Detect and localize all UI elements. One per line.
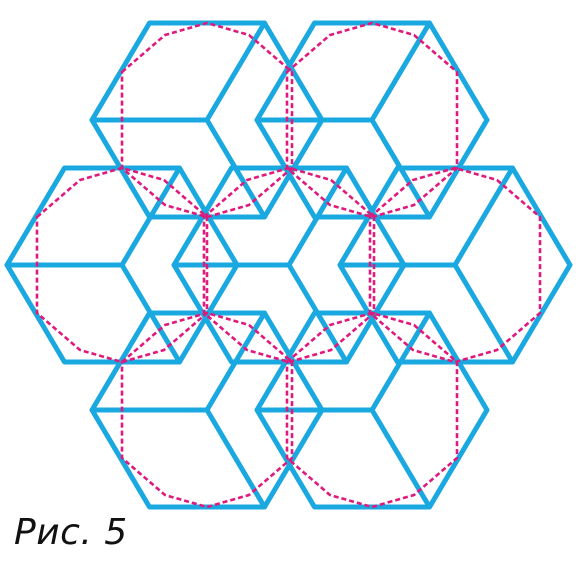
dashed-octagon-2: [285, 21, 459, 219]
dashed-octagon-6: [120, 311, 294, 509]
hexagon-outline: [254, 20, 490, 220]
hexagon-inner-edge: [369, 407, 432, 510]
hexagon-inner-edge: [452, 165, 515, 268]
hexagon-inner-edge: [452, 262, 515, 365]
hexagon-inner-edge: [204, 310, 267, 413]
hexagon-outline: [254, 310, 490, 510]
hexagon-inner-edge: [369, 310, 432, 413]
hexagon-inner-edge: [204, 407, 267, 510]
dashed-octagon-4: [202, 166, 376, 364]
hexagon-inner-edge: [119, 165, 182, 268]
hexagon-cell-7: [254, 310, 490, 510]
hexagon-outlines: [4, 20, 573, 510]
hexagon-inner-edge: [204, 20, 267, 123]
dashed-octagon-5: [368, 166, 542, 364]
figure-caption: Рис. 5: [14, 512, 128, 553]
hexagon-inner-edge: [369, 20, 432, 123]
hexagon-outline: [337, 165, 573, 365]
dashed-octagons: [35, 21, 542, 509]
hexagon-inner-edge: [286, 165, 349, 268]
dashed-octagon-7: [285, 311, 459, 509]
dashed-octagon-1: [120, 21, 294, 219]
